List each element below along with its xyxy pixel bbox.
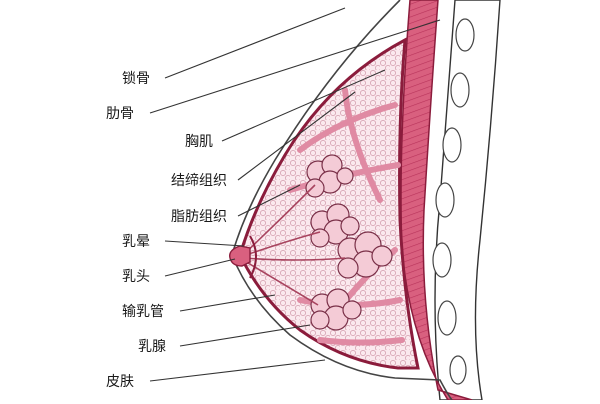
label-adipose-tissue: 脂肪组织 <box>171 209 227 225</box>
label-mammary-gland: 乳腺 <box>138 339 166 355</box>
label-connective-tissue: 结缔组织 <box>171 173 227 189</box>
nipple <box>229 245 251 267</box>
label-clavicle: 锁骨 <box>122 71 150 87</box>
label-lactiferous-duct: 输乳管 <box>122 304 164 320</box>
ribs <box>432 18 475 385</box>
breast-body <box>238 37 420 370</box>
label-areola: 乳晕 <box>122 234 150 250</box>
skin-outline <box>231 0 453 401</box>
lactiferous-ducts <box>242 184 346 306</box>
label-rib: 肋骨 <box>106 106 134 122</box>
label-nipple: 乳头 <box>122 269 150 285</box>
pectoral-muscle <box>400 0 473 401</box>
lobules <box>305 154 393 331</box>
areola <box>249 235 257 279</box>
label-pectoral-muscle: 胸肌 <box>185 134 213 150</box>
label-skin: 皮肤 <box>106 374 134 390</box>
leader-lines <box>149 7 441 382</box>
